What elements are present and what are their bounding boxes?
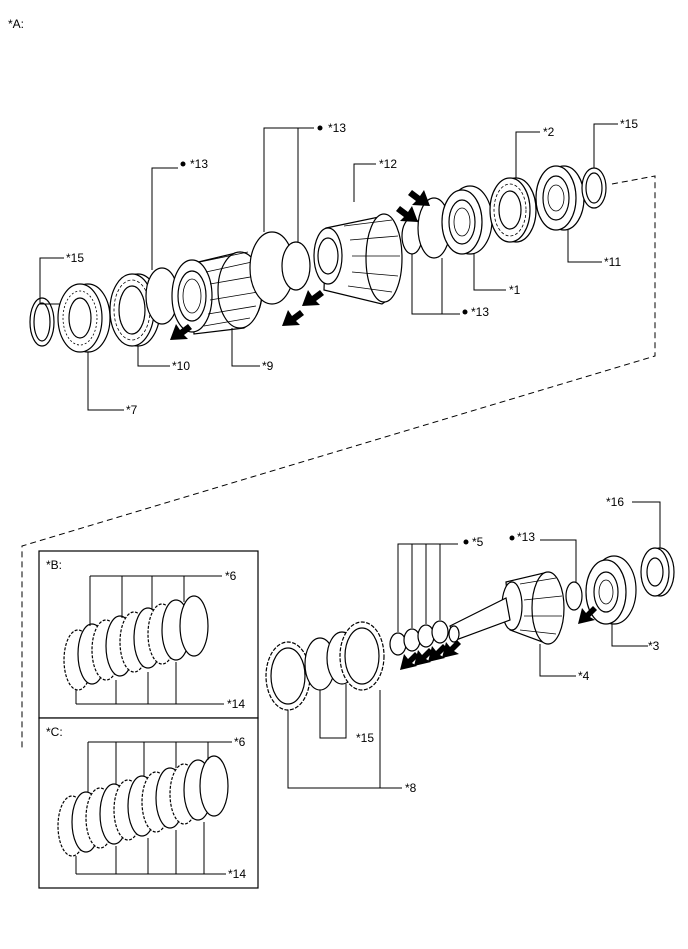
clutch-pack-b — [63, 595, 209, 691]
dot-13-d — [509, 535, 515, 541]
snap-ring-left — [29, 297, 55, 347]
callout-7: *7 — [126, 403, 138, 417]
seal-16 — [640, 547, 675, 597]
callout-4: *4 — [578, 669, 590, 683]
callout-5: *5 — [472, 535, 484, 549]
clutch-pack-c — [57, 755, 229, 857]
plate-8-right — [339, 621, 385, 691]
callout-15-right: *15 — [620, 117, 638, 131]
callout-11: *11 — [604, 255, 621, 269]
leader-lines-a — [39, 123, 618, 411]
dot-13-a — [180, 161, 186, 167]
leader-3 — [611, 624, 648, 647]
o-ring-13-d — [565, 581, 583, 611]
dot-13-c — [462, 309, 468, 315]
leader-15-c — [319, 684, 347, 739]
snap-ring-right — [581, 167, 607, 209]
view-a-label: *A: — [8, 17, 24, 31]
callout-13-c: *13 — [471, 305, 489, 319]
callout-8: *8 — [405, 781, 417, 795]
callout-3: *3 — [648, 639, 660, 653]
plate-8-left — [265, 641, 311, 711]
callout-15-left: *15 — [66, 251, 84, 265]
leader-4 — [539, 644, 576, 677]
leader-lines-b — [75, 575, 224, 705]
callout-6-b: *6 — [225, 569, 237, 583]
dot-13-b — [317, 125, 323, 131]
leader-13-d — [540, 539, 577, 582]
seal-rings-5 — [389, 620, 449, 656]
callout-12: *12 — [379, 157, 397, 171]
callout-9: *9 — [262, 359, 274, 373]
clutch-drum-12 — [313, 213, 403, 305]
shaft-4 — [448, 571, 565, 645]
view-b-label: *B: — [46, 558, 62, 572]
callout-10: *10 — [172, 359, 190, 373]
callout-6-c: *6 — [234, 735, 246, 749]
o-ring-13-b-inner — [281, 241, 311, 291]
callout-14-b: *14 — [227, 697, 245, 711]
bearing-2 — [489, 177, 537, 243]
leader-8 — [287, 690, 381, 789]
view-c-label: *C: — [46, 725, 63, 739]
arrow-icons-a — [170, 190, 430, 340]
callout-13-d: *13 — [517, 530, 535, 544]
clutch-drum-9 — [171, 251, 263, 335]
leader-lines-c — [75, 741, 232, 875]
piston-1 — [441, 185, 493, 255]
plate-11 — [535, 165, 585, 231]
clutch-hub-7 — [57, 283, 111, 353]
callout-1: *1 — [509, 283, 521, 297]
arrow-icons-b — [400, 606, 597, 670]
dot-5 — [463, 539, 469, 545]
callout-13-b: *13 — [328, 121, 346, 135]
dashed-connector — [21, 175, 656, 748]
callout-16: *16 — [606, 495, 624, 509]
callout-2: *2 — [543, 125, 555, 139]
gear-3 — [585, 555, 637, 625]
leader-16 — [632, 501, 661, 548]
callout-14-c: *14 — [228, 867, 246, 881]
callout-13-a: *13 — [190, 157, 208, 171]
callout-15-c: *15 — [356, 731, 374, 745]
leader-5 — [397, 543, 441, 632]
